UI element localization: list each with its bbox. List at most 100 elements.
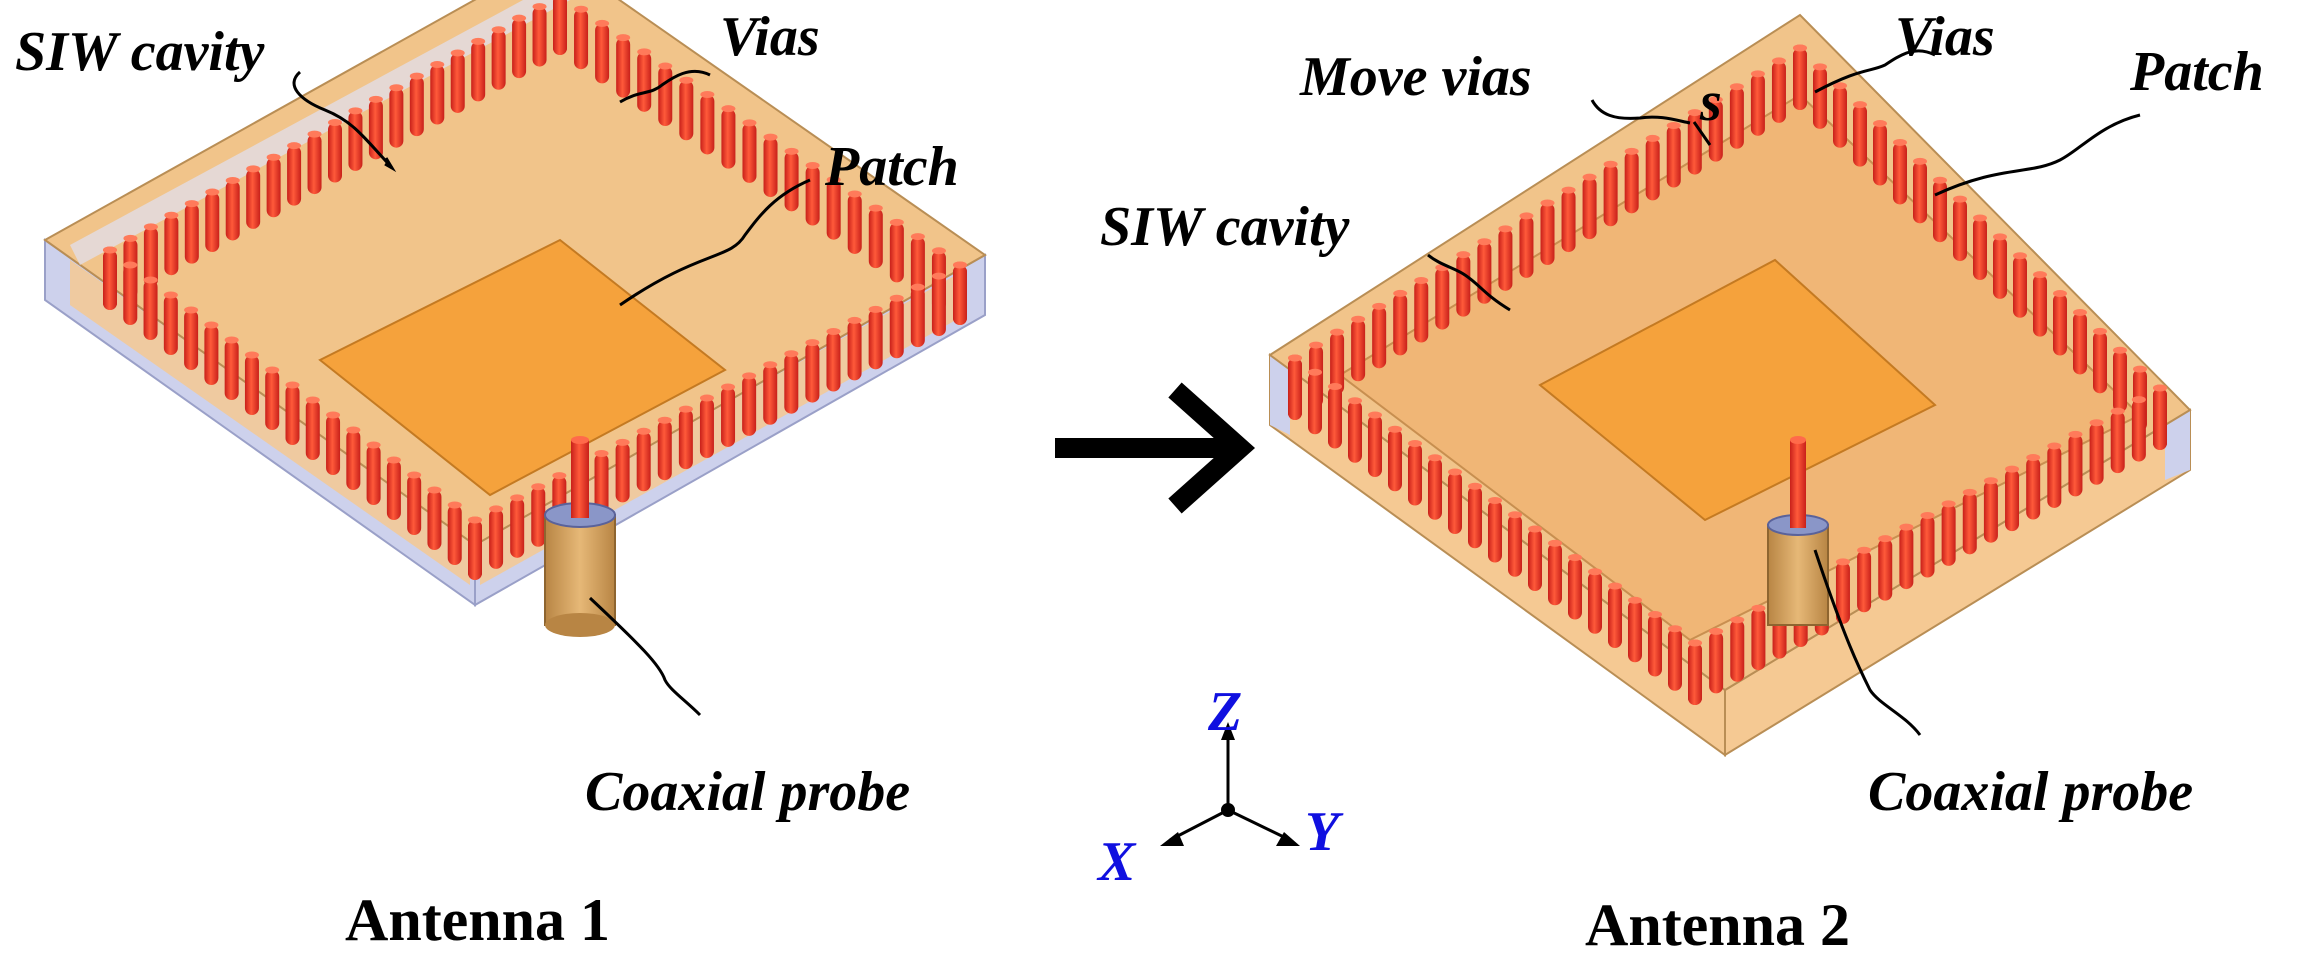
via-top [2033,271,2047,279]
via [1328,386,1342,449]
via-top [1393,289,1408,297]
via [2113,350,2127,413]
via-top [1368,411,1382,419]
via-top [1508,511,1522,519]
via-top [1893,138,1907,146]
via-top [1899,523,1914,531]
via-top [1853,101,1867,109]
via-top [164,211,179,219]
leader-lines [292,49,2141,736]
via [1498,228,1513,291]
via [1878,538,1893,601]
via-top [287,142,302,150]
via-top [1414,277,1429,284]
via [1308,372,1322,435]
via [847,193,862,254]
via-top [491,26,506,34]
via [1540,203,1555,265]
via-top [826,176,841,184]
via [163,295,178,355]
via-top [326,411,341,419]
via [868,309,883,370]
via [721,108,736,169]
via [2153,388,2167,450]
via [679,80,694,141]
via-top [1709,627,1724,635]
via-top [678,405,693,413]
via [2093,331,2107,394]
via-top [103,246,117,254]
via [123,265,138,325]
via-top [721,105,736,113]
via-top [657,416,672,424]
via [1388,429,1402,492]
via-top [953,261,967,269]
via [224,340,239,400]
via [1793,48,1807,110]
via-top [2013,252,2027,260]
via [1351,319,1366,382]
via [1528,529,1542,591]
via-top [616,34,631,42]
via [1330,332,1345,395]
via-top [1913,157,1927,165]
via-top [847,316,862,324]
via [2033,274,2047,337]
via-top [471,37,486,45]
via-top [389,84,404,92]
via [1962,492,1977,555]
via-top [1561,186,1576,194]
label-patch-1: Patch [824,136,959,198]
via-top [510,494,525,502]
via [1833,85,1847,148]
via-top [1372,302,1387,310]
via [1893,142,1907,205]
via-top [763,133,778,141]
via-top [1582,173,1597,181]
via-top [1351,315,1366,323]
via-top [1388,425,1402,433]
via [510,497,525,558]
via [1708,99,1723,162]
via [847,320,862,381]
via [1751,608,1766,671]
label-vias-2: Vias [1895,6,1995,68]
via-top [2073,308,2087,316]
via-top [1448,468,1462,476]
via-top [1708,96,1723,104]
via-top [204,321,219,329]
via-top [450,49,465,57]
via [386,460,401,520]
via-top [1751,604,1766,612]
via [2053,293,2067,356]
via [1953,199,1967,262]
via-top [1933,176,1947,184]
via-top [1330,328,1345,336]
via [246,168,261,229]
via [1608,586,1622,648]
via-top [679,76,694,84]
axis-z-label: Z [1207,681,1242,743]
coaxial-probe-2 [1767,436,1829,626]
via-top [265,366,280,374]
via [103,250,117,310]
via-top [1668,625,1682,633]
via-top [205,188,220,196]
via [1561,190,1576,253]
via-top [1428,454,1442,462]
via-top [1835,558,1850,566]
via-top [386,456,401,464]
via [574,9,589,70]
axis-x-label: X [1096,831,1137,893]
via-top [742,119,757,127]
via-top [721,383,736,391]
via [889,298,904,359]
via-top [1750,70,1765,78]
via-top [1308,368,1322,376]
via [328,122,342,183]
via-top [1645,134,1660,142]
via [1835,561,1850,624]
via-top [2089,419,2104,427]
via-top [1498,225,1513,233]
